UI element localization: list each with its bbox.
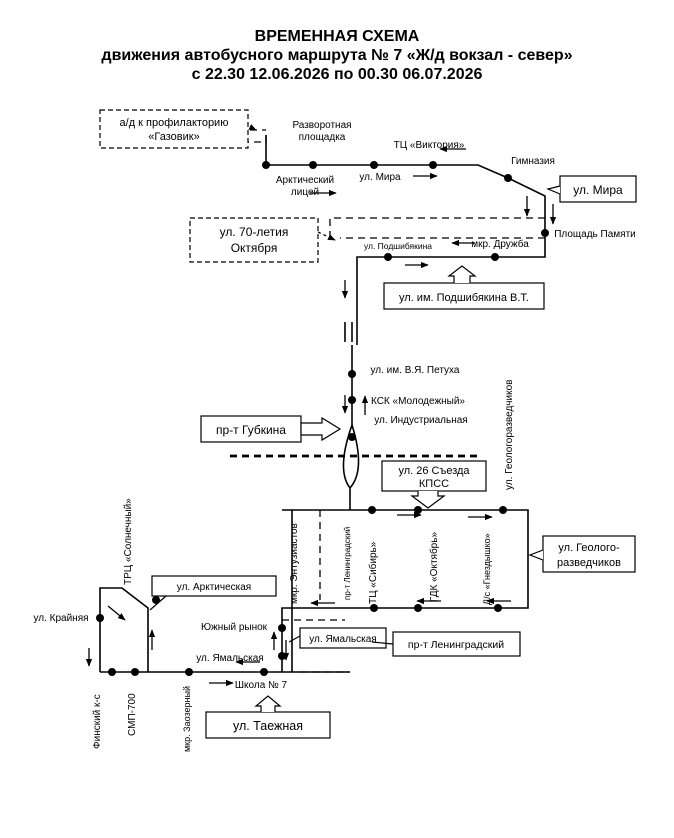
label-finsky: Финский к-с bbox=[92, 694, 103, 749]
box-s26-line1: ул. 26 Съезда bbox=[398, 465, 470, 477]
label-ul-podshibyakina: ул. Подшибякина bbox=[364, 241, 432, 251]
box-taezhnaya bbox=[205, 711, 331, 739]
box-oktyabrya-line1: ул. 70-летия bbox=[220, 225, 289, 239]
box-s26-line2: КПСС bbox=[419, 478, 449, 490]
box-arkticheskaya-text: ул. Арктическая bbox=[177, 582, 251, 593]
label-gdk-oktyabr: ГДК «Октябрь» bbox=[428, 532, 440, 602]
label-pr-leningradsky: пр-т Ленинградский bbox=[343, 527, 352, 600]
label-ksk: КСК «Молодежный» bbox=[371, 396, 465, 407]
box-mira bbox=[559, 175, 637, 203]
label-trc-solnechny: ТРЦ «Солнечный» bbox=[123, 498, 134, 585]
box-s26 bbox=[381, 460, 487, 492]
label-smp: СМП-700 bbox=[127, 693, 138, 736]
label-razvorotnaya-2: площадка bbox=[299, 132, 346, 143]
label-geologorazvedchikov: ул. Геологоразведчиков bbox=[504, 380, 515, 490]
box-pointers bbox=[149, 185, 561, 712]
label-industrialnaya: ул. Индустриальная bbox=[374, 415, 467, 426]
box-gubkina bbox=[200, 415, 302, 443]
box-podshibyakina-text: ул. им. Подшибякина В.Т. bbox=[399, 292, 529, 304]
label-gimnaziya: Гимназия bbox=[511, 156, 555, 167]
box-podshibyakina bbox=[383, 282, 545, 310]
label-ul-yamalskaya: ул. Ямальская bbox=[196, 653, 263, 664]
label-ploshad-pamyati: Площадь Памяти bbox=[554, 229, 636, 240]
box-yamalskaya bbox=[299, 627, 387, 649]
title-line-1: ВРЕМЕННАЯ СХЕМА bbox=[254, 28, 420, 45]
dashed-lines bbox=[230, 129, 545, 673]
box-gazovik-line2: «Газовик» bbox=[148, 131, 199, 143]
box-arkticheskaya bbox=[151, 575, 277, 597]
label-arktichesky-licey-1: Арктический bbox=[276, 175, 334, 186]
label-mkr-druzhba: мкр. Дружба bbox=[471, 238, 529, 250]
box-taezhnaya-text: ул. Таежная bbox=[233, 719, 303, 733]
title-line-2: движения автобусного маршрута № 7 «Ж/д в… bbox=[101, 47, 573, 64]
box-geolog bbox=[542, 535, 636, 573]
label-zaozerny: мкр. Заозерный bbox=[182, 686, 192, 752]
box-gazovik-line1: а/д к профилакторию bbox=[120, 117, 229, 129]
box-leningradsky-text: пр-т Ленинградский bbox=[408, 639, 504, 651]
box-yamalskaya-text: ул. Ямальская bbox=[309, 634, 376, 645]
box-gazovik bbox=[99, 109, 249, 149]
box-gubkina-text: пр-т Губкина bbox=[216, 423, 286, 437]
label-arktichesky-licey-2: лицей bbox=[291, 187, 319, 198]
label-viktoriya: ТЦ «Виктория» bbox=[394, 140, 465, 151]
stops bbox=[96, 161, 549, 676]
box-mira-text: ул. Мира bbox=[573, 183, 623, 197]
box-oktyabrya-line2: Октября bbox=[231, 241, 278, 255]
title-line-3: с 22.30 12.06.2026 по 00.30 06.07.2026 bbox=[191, 66, 483, 83]
direction-arrows bbox=[85, 121, 557, 687]
label-shkola: Школа № 7 bbox=[235, 680, 288, 691]
label-petukha: ул. им. В.Я. Петуха bbox=[371, 365, 460, 376]
label-ds-gnezdyshko: Д/с «Гнездышко» bbox=[482, 533, 492, 605]
label-ul-krainyaya: ул. Крайняя bbox=[33, 613, 88, 624]
box-oktyabrya bbox=[189, 217, 319, 263]
label-tc-sibir: ТЦ «Сибирь» bbox=[367, 541, 379, 604]
boxes bbox=[99, 109, 637, 739]
box-geolog-line2: разведчиков bbox=[557, 557, 621, 569]
label-yuzhny-rynok: Южный рынок bbox=[201, 622, 268, 633]
label-razvorotnaya-1: Разворотная bbox=[292, 120, 351, 131]
label-entuziastov: мкр. Энтузиастов bbox=[289, 523, 300, 604]
box-geolog-line1: ул. Геолого- bbox=[558, 542, 620, 554]
label-ul-mira: ул. Мира bbox=[359, 172, 401, 183]
parallel-marks bbox=[344, 322, 353, 342]
